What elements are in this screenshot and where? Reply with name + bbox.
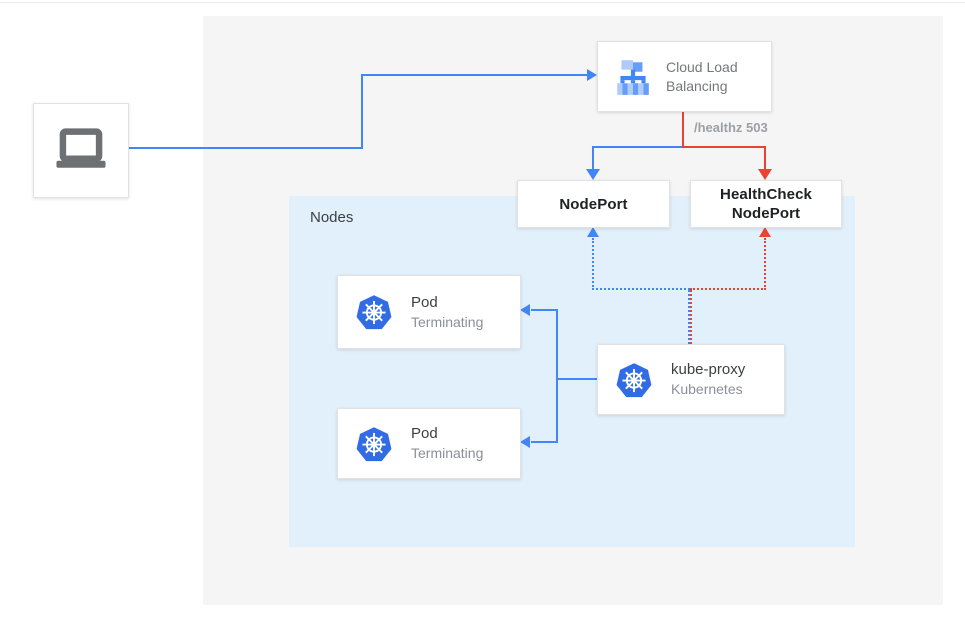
- pod2-card: Pod Terminating: [337, 408, 521, 479]
- kubernetes-icon: [353, 423, 395, 465]
- edge-to-pod1: [531, 309, 557, 311]
- load-balancer-icon: [612, 56, 654, 98]
- edge-lb-to-nodeport-h: [592, 146, 684, 148]
- arrowhead-into-pod1: [520, 304, 530, 316]
- edge-kubeproxy-nodeport-h: [592, 288, 690, 290]
- nodes-panel-label: Nodes: [310, 209, 354, 226]
- edge-pods-trunk: [556, 309, 558, 443]
- edge-to-pod2: [531, 441, 557, 443]
- pod1-card: Pod Terminating: [337, 275, 521, 349]
- nodeport-label: NodePort: [559, 195, 628, 213]
- edge-kubeproxy-shared-v-blue: [688, 290, 690, 344]
- arrowhead-into-pod2: [520, 436, 530, 448]
- edge-kubeproxy-stub: [557, 378, 597, 380]
- healthcheck-nodeport-label: HealthCheck NodePort: [720, 186, 812, 222]
- edge-lb-to-nodeport-v: [592, 146, 594, 170]
- arrowhead-up-nodeport: [587, 227, 599, 237]
- client-card: [33, 103, 129, 198]
- kube-proxy-subtitle: Kubernetes: [671, 381, 743, 397]
- arrowhead-into-healthcheck-nodeport: [758, 169, 772, 180]
- edge-kubeproxy-healthcheck-h: [690, 288, 766, 290]
- arrowhead-into-lb: [587, 69, 597, 81]
- pod2-title: Pod: [411, 425, 438, 442]
- edge-kubeproxy-nodeport-v: [592, 238, 594, 290]
- edge-lb-healthcheck-h: [682, 146, 766, 148]
- arrowhead-into-nodeport: [586, 169, 600, 180]
- healthcheck-nodeport-card: HealthCheck NodePort: [690, 180, 842, 228]
- edge-lb-healthcheck-v2: [764, 146, 766, 170]
- edge-client-to-lb-h1: [127, 147, 363, 149]
- edge-client-to-lb-v: [361, 74, 363, 149]
- kubernetes-icon: [613, 359, 655, 401]
- pod1-title: Pod: [411, 293, 438, 311]
- edge-client-to-lb-h2: [361, 74, 587, 76]
- kube-proxy-title: kube-proxy: [671, 361, 746, 378]
- pod1-status: Terminating: [411, 313, 484, 330]
- pod2-status: Terminating: [411, 445, 484, 461]
- edge-kubeproxy-healthcheck-v: [764, 238, 766, 290]
- top-divider: [0, 2, 965, 3]
- laptop-icon: [50, 120, 112, 182]
- arrowhead-up-healthcheck-nodeport: [759, 227, 771, 237]
- cloud-load-balancing-card: Cloud Load Balancing: [597, 41, 772, 112]
- healthz-status-label: /healthz 503: [694, 120, 768, 135]
- kubernetes-icon: [353, 291, 395, 333]
- cloud-lb-title: Cloud Load Balancing: [666, 58, 738, 94]
- edge-lb-healthcheck-v1: [682, 110, 684, 148]
- edge-kubeproxy-shared-v-red: [690, 290, 692, 344]
- nodeport-card: NodePort: [517, 180, 670, 228]
- kube-proxy-card: kube-proxy Kubernetes: [597, 344, 785, 415]
